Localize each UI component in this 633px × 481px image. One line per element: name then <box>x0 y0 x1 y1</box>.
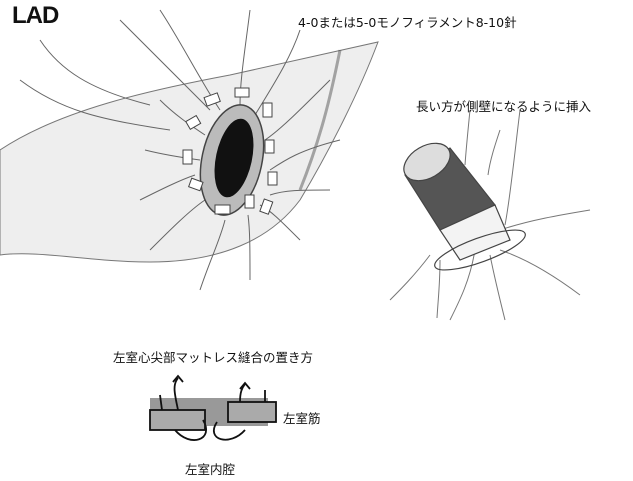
insertion-note-label: 長い方が側壁になるように挿入 <box>416 99 592 114</box>
mattress-suture-diagram <box>149 374 277 441</box>
lad-label: LAD <box>12 2 59 29</box>
suture-spec-label: 4-0または5-0モノフィラメント8-10針 <box>298 15 517 30</box>
pledgets <box>182 87 278 215</box>
cannula-sketch <box>389 109 591 321</box>
lv-muscle-label: 左室筋 <box>283 411 321 426</box>
mattress-suture-title: 左室心尖部マットレス縫合の置き方 <box>113 350 314 365</box>
lv-cavity-label: 左室内腔 <box>185 462 236 477</box>
apex-incision <box>199 104 265 216</box>
